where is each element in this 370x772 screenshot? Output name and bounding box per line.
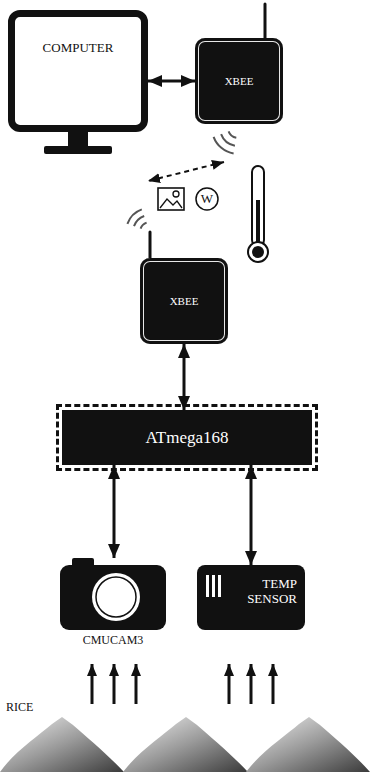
node-text: XBEE: [225, 75, 254, 88]
ground-label: RICE: [6, 700, 33, 715]
computer-monitor: COMPUTER: [8, 10, 148, 132]
microcontroller-box: ATmega168: [62, 410, 312, 465]
thermometer-icon: [248, 166, 268, 262]
radio-waves: [214, 131, 237, 153]
xbee-module: XBEE: [195, 38, 283, 124]
double-arrow: [183, 344, 186, 410]
node-text: COMPUTER: [43, 41, 114, 56]
double-arrow: [148, 80, 195, 83]
double-arrow: [250, 465, 253, 565]
monitor-base: [44, 146, 112, 154]
node-text: CMUCAM3: [60, 634, 166, 648]
rice-mounds: [0, 717, 370, 772]
xbee-module: XBEE: [140, 258, 228, 344]
node-text: XBEE: [170, 295, 199, 308]
node-text: TEMP SENSOR: [227, 577, 297, 607]
wireless-arrow: [148, 162, 224, 181]
monitor-neck: [68, 131, 88, 148]
sensing-arrows: [92, 664, 273, 704]
radio-waves: [127, 209, 146, 228]
node-text: W: [201, 192, 213, 207]
image-icon: [158, 188, 184, 210]
node-text: ATmega168: [145, 428, 228, 448]
antenna: [149, 232, 152, 260]
antenna: [264, 4, 267, 40]
watt-circle: W: [195, 187, 219, 211]
double-arrow: [113, 465, 116, 558]
camera-node: CMUCAM3: [60, 558, 166, 654]
temp-sensor-box: TEMP SENSOR: [197, 565, 305, 630]
